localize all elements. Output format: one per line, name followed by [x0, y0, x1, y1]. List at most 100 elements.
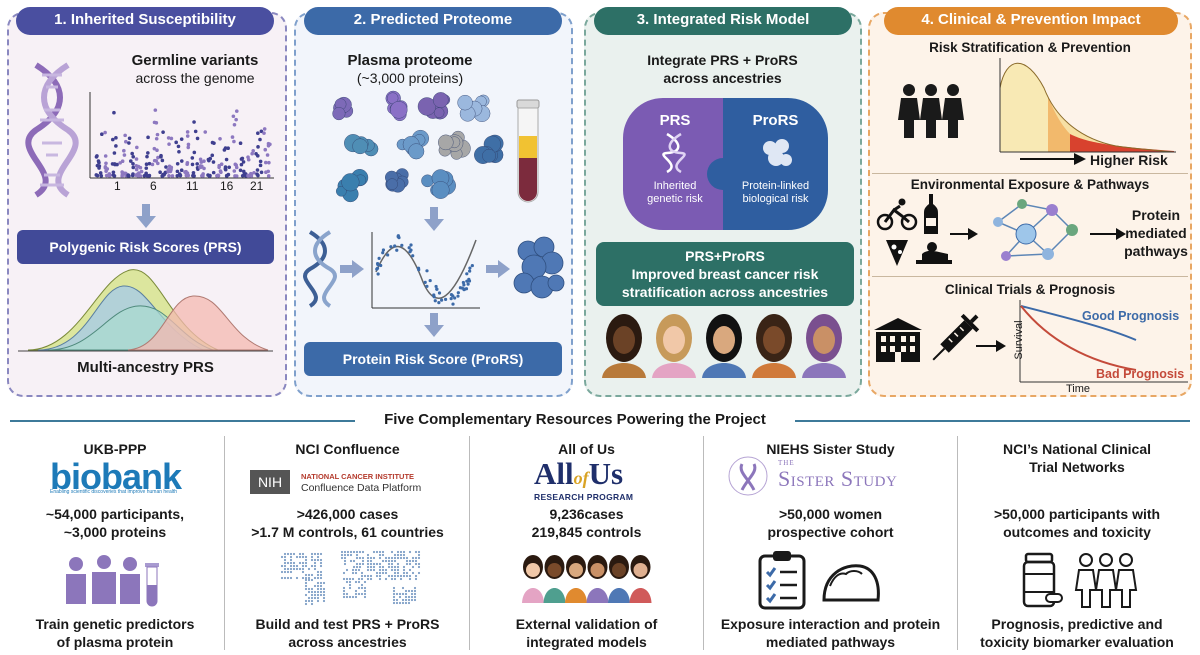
- map-dot: [417, 556, 421, 560]
- map-dot: [289, 570, 293, 574]
- manhattan-dot: [258, 159, 263, 164]
- map-dot: [398, 592, 402, 596]
- resource-separator: [224, 436, 225, 650]
- map-dot: [369, 562, 373, 566]
- map-dot: [348, 580, 352, 584]
- manhattan-dot: [178, 173, 183, 178]
- map-dot: [366, 559, 370, 563]
- manhattan-dot: [267, 160, 271, 165]
- map-dot: [378, 550, 382, 554]
- manhattan-dot: [112, 110, 116, 115]
- manhattan-dot: [224, 157, 229, 162]
- manhattan-dot: [120, 174, 124, 178]
- manhattan-dot: [250, 151, 254, 156]
- map-dot: [360, 574, 364, 578]
- resource-5-use-2: toxicity biomarker evaluation: [980, 634, 1174, 650]
- ancestry-distribution-curves: [18, 269, 273, 352]
- map-dot: [292, 552, 296, 556]
- panel-2-title: 2. Predicted Proteome: [304, 7, 562, 35]
- manhattan-dot: [263, 147, 268, 152]
- manhattan-dot: [234, 165, 239, 170]
- map-dot: [361, 559, 365, 563]
- map-dot: [340, 553, 344, 557]
- manhattan-dot: [114, 136, 118, 140]
- resource-2-title: NCI Confluence: [295, 441, 400, 457]
- map-dot: [417, 550, 421, 554]
- sleeping-person-icon: [916, 242, 952, 264]
- person-figure: [608, 555, 630, 603]
- map-dot: [322, 599, 326, 603]
- map-dot: [283, 555, 287, 559]
- manhattan-dot: [184, 173, 189, 178]
- map-dot: [381, 568, 385, 572]
- manhattan-dot: [191, 170, 196, 175]
- manhattan-dot: [177, 150, 181, 154]
- scatter-point: [389, 245, 393, 249]
- map-dot: [399, 550, 403, 554]
- world-map-dots-icon: [280, 550, 421, 606]
- test-tube-icon: [516, 99, 540, 203]
- higher-risk-label: Higher Risk: [1090, 152, 1168, 168]
- panel-4-title: 4. Clinical & Prevention Impact: [884, 7, 1178, 35]
- manhattan-dot: [190, 156, 195, 160]
- chromosome-ticks: 1 6 11 16 21: [108, 179, 278, 195]
- map-dot: [316, 581, 320, 585]
- map-dot: [342, 586, 346, 590]
- map-dot: [354, 589, 358, 593]
- diverse-women-illustration: [602, 314, 846, 378]
- map-dot: [369, 568, 373, 572]
- prediction-scatter-plot: [371, 232, 480, 309]
- map-dot: [396, 550, 400, 554]
- map-dot: [304, 561, 308, 565]
- scatter-point: [435, 287, 439, 291]
- scatter-point: [393, 244, 397, 248]
- panel-3-title: 3. Integrated Risk Model: [594, 7, 852, 35]
- map-dot: [322, 593, 326, 597]
- checklist-clipboard-icon: [758, 551, 806, 610]
- map-dot: [401, 586, 405, 590]
- manhattan-dot: [155, 148, 159, 153]
- manhattan-dot: [239, 162, 244, 167]
- manhattan-dot: [186, 145, 191, 150]
- map-dot: [398, 595, 402, 599]
- map-dot: [280, 570, 284, 574]
- map-dot: [301, 564, 305, 568]
- all-of-us-logo-us: Us: [588, 456, 624, 491]
- manhattan-dot: [195, 162, 199, 166]
- map-dot: [301, 561, 305, 565]
- plasma-title: Plasma proteome: [347, 52, 473, 69]
- protein-white-icon: [763, 139, 792, 166]
- map-dot: [313, 590, 317, 594]
- map-dot: [286, 561, 290, 565]
- manhattan-dot: [184, 169, 188, 174]
- manhattan-dot: [262, 131, 266, 135]
- map-dot: [387, 556, 391, 560]
- manhattan-dot: [167, 173, 171, 178]
- map-dot: [414, 556, 418, 560]
- map-dot: [399, 553, 403, 557]
- map-dot: [396, 553, 400, 557]
- map-dot: [310, 596, 314, 600]
- scatter-point: [423, 280, 427, 284]
- manhattan-dot: [232, 169, 237, 173]
- resource-separator: [703, 436, 704, 650]
- manhattan-dot: [231, 114, 236, 119]
- resource-separator: [957, 436, 958, 650]
- protein-structures-icon: [332, 90, 504, 203]
- map-dot: [396, 571, 400, 575]
- manhattan-dot: [203, 130, 208, 134]
- combined-line-2: Improved breast cancer risk: [631, 266, 819, 282]
- map-dot: [283, 558, 287, 562]
- map-dot: [283, 576, 287, 580]
- scatter-point: [440, 298, 444, 302]
- manhattan-dot: [251, 148, 256, 153]
- manhattan-dot: [94, 173, 99, 177]
- map-dot: [313, 552, 317, 556]
- map-dot: [310, 590, 314, 594]
- time-axis-label: Time: [1066, 383, 1091, 395]
- section-divider: [872, 173, 1188, 174]
- map-dot: [405, 562, 409, 566]
- nci-logo-line-2: Confluence Data Platform: [301, 482, 422, 494]
- map-dot: [378, 553, 382, 557]
- map-dot: [280, 564, 284, 568]
